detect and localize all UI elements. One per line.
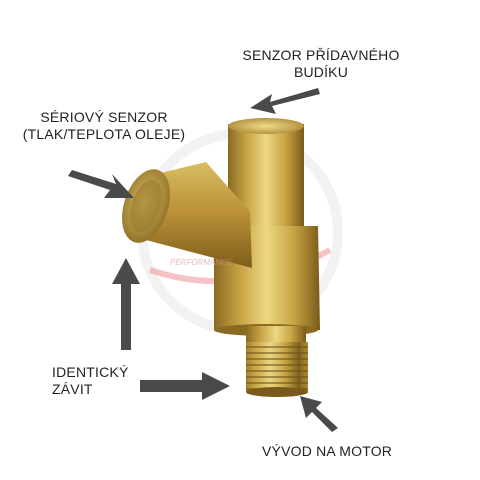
arrow-serial-sensor	[68, 170, 134, 198]
label-identical-thread: IDENTICKÝ ZÁVIT	[52, 364, 152, 398]
label-serial-sensor: SÉRIOVÝ SENZOR (TLAK/TEPLOTA OLEJE)	[6, 109, 202, 143]
label-serial-sensor-line1: SÉRIOVÝ SENZOR	[40, 109, 168, 125]
arrows	[68, 88, 338, 432]
arrow-additional-sensor	[250, 88, 320, 114]
label-additional-gauge-sensor-line2: BUDÍKU	[293, 64, 349, 80]
label-serial-sensor-line2: (TLAK/TEPLOTA OLEJE)	[22, 126, 186, 142]
label-identical-thread-line2: ZÁVIT	[52, 381, 93, 397]
arrow-engine-outlet	[300, 396, 338, 432]
label-identical-thread-line1: IDENTICKÝ	[52, 364, 129, 380]
adapter-body	[214, 118, 320, 397]
watermark-tagline: PERFORMANCE	[170, 258, 233, 267]
label-engine-outlet: VÝVOD NA MOTOR	[262, 443, 393, 459]
label-additional-gauge-sensor: SENZOR PŘÍDAVNÉHO BUDÍKU	[228, 47, 414, 81]
arrow-identical-thread-up	[112, 258, 140, 350]
arrow-identical-thread-right	[140, 372, 230, 400]
label-additional-gauge-sensor-line1: SENZOR PŘÍDAVNÉHO	[242, 47, 400, 63]
side-arm	[122, 162, 252, 268]
